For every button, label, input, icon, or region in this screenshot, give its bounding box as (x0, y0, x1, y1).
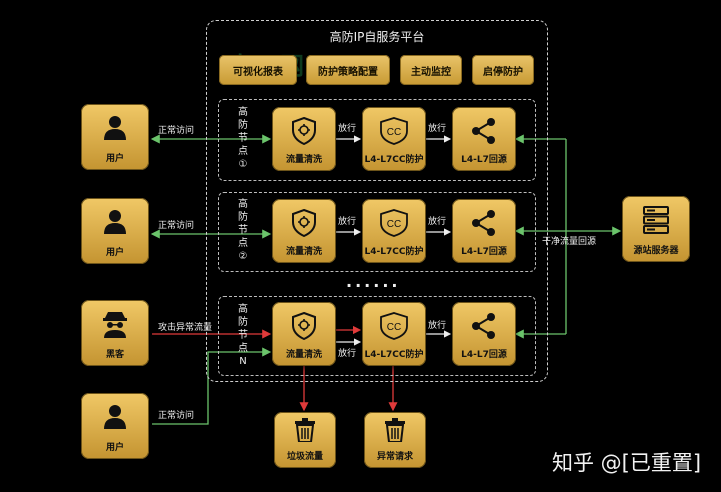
server-icon (643, 206, 669, 234)
server-label: 源站服务器 (633, 246, 679, 256)
cc-shield-icon: CC (380, 117, 408, 145)
svg-text:CC: CC (387, 219, 401, 230)
trash-icon (385, 418, 405, 442)
btn-active-monitor[interactable]: 主动监控 (400, 55, 462, 85)
client-user-2: 用户 (81, 198, 149, 264)
trash-icon (295, 418, 315, 442)
tile-clean-n: 流量清洗 (272, 302, 336, 366)
tile-origin-1: L4-L7回源 (452, 107, 516, 171)
edge-label-pass: 放行 (428, 124, 447, 134)
svg-text:CC: CC (387, 322, 401, 333)
bin-junk-traffic: 垃圾流量 (274, 412, 336, 468)
edge-label-clean-return: 干净流量回源 (542, 237, 597, 247)
node-box-2 (218, 192, 536, 272)
zhihu-watermark: 知乎 @[已重置] (552, 451, 702, 475)
tile-label: L4-L7CC防护 (364, 155, 424, 165)
edge-label-normal: 正常访问 (158, 126, 195, 136)
tile-label: L4-L7回源 (461, 247, 507, 257)
edge-label-pass: 放行 (338, 124, 357, 134)
origin-server: 源站服务器 (622, 196, 690, 262)
client-label: 用户 (105, 248, 124, 258)
share-icon (472, 313, 495, 339)
client-user-1: 用户 (81, 104, 149, 170)
tile-cc-1: CC L4-L7CC防护 (362, 107, 426, 171)
btn-policy-config[interactable]: 防护策略配置 (306, 55, 390, 85)
edge-user3-nodeN (152, 347, 272, 425)
tile-origin-2: L4-L7回源 (452, 199, 516, 263)
client-label: 用户 (105, 154, 124, 164)
tile-label: 流量清洗 (285, 247, 322, 257)
hacker-icon (103, 312, 127, 338)
platform-title: 高防IP自服务平台 (329, 30, 425, 44)
bin-label: 垃圾流量 (286, 452, 323, 462)
platform-frame (206, 20, 548, 382)
tile-label: 流量清洗 (285, 350, 322, 360)
client-label: 用户 (105, 443, 124, 453)
tile-label: 流量清洗 (285, 155, 322, 165)
user-icon (104, 405, 126, 429)
btn-start-stop[interactable]: 启停防护 (472, 55, 534, 85)
client-hacker: 黑客 (81, 300, 149, 366)
share-icon (472, 118, 495, 144)
client-label: 黑客 (105, 350, 124, 360)
share-icon (472, 210, 495, 236)
tile-label: L4-L7CC防护 (364, 350, 424, 360)
node-box-1 (218, 99, 536, 181)
edge-label-normal: 正常访问 (158, 411, 195, 421)
shield-icon (292, 312, 316, 340)
tile-label: L4-L7回源 (461, 155, 507, 165)
btn-visual-report[interactable]: 可视化报表 (219, 55, 297, 85)
edge-label-pass: 放行 (338, 217, 357, 227)
edge-label-pass: 放行 (428, 321, 447, 331)
tile-label: L4-L7CC防护 (364, 247, 424, 257)
user-icon (104, 116, 126, 140)
tile-label: L4-L7回源 (461, 350, 507, 360)
edge-label-normal: 正常访问 (158, 221, 195, 231)
bin-abnormal-request: 异常请求 (364, 412, 426, 468)
tile-cc-n: CC L4-L7CC防护 (362, 302, 426, 366)
tile-cc-2: CC L4-L7CC防护 (362, 199, 426, 263)
bin-label: 异常请求 (376, 452, 413, 462)
user-icon (104, 210, 126, 234)
tile-clean-1: 流量清洗 (272, 107, 336, 171)
client-user-3: 用户 (81, 393, 149, 459)
tile-clean-2: 流量清洗 (272, 199, 336, 263)
edge-label-pass: 放行 (428, 217, 447, 227)
tile-origin-n: L4-L7回源 (452, 302, 516, 366)
node-box-n (218, 296, 536, 376)
cc-shield-icon: CC (380, 209, 408, 237)
shield-icon (292, 117, 316, 145)
shield-icon (292, 209, 316, 237)
edge-label-pass: 放行 (338, 349, 357, 359)
cc-shield-icon: CC (380, 312, 408, 340)
svg-text:CC: CC (387, 127, 401, 138)
more-nodes-ellipsis: ...... (346, 272, 401, 291)
edge-label-attack: 攻击异常流量 (158, 323, 213, 333)
